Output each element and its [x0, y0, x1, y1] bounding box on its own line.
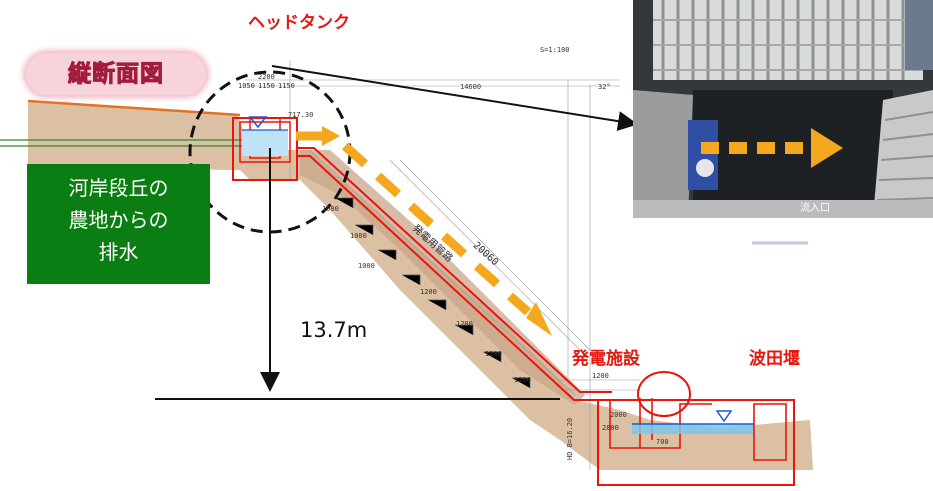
drainage-line-2: 農地からの — [68, 208, 169, 232]
dim-top: 14600 — [460, 83, 482, 91]
weir-level-icon — [715, 410, 733, 423]
ground-mark: HD B=16.20 — [566, 417, 574, 460]
drainage-label-box: 河岸段丘の 農地からの 排水 — [27, 164, 210, 284]
head-height-label: 13.7m — [300, 318, 368, 342]
profile-title-badge: 縦断面図 — [26, 53, 206, 95]
step-value: 1000 — [322, 205, 339, 213]
step-value: 1200 — [420, 288, 437, 296]
dim-left-0: 2200 — [258, 73, 275, 81]
photo-pointer-arrow — [271, 65, 638, 132]
drainage-line-3: 排水 — [98, 240, 139, 264]
lower-dim: 700 — [656, 438, 669, 446]
elev-text: 717.30 — [288, 111, 314, 119]
step-value: 1200 — [485, 350, 502, 358]
generator-circle — [637, 371, 691, 417]
dim-left-3: 1150 — [278, 82, 295, 90]
inlet-photo — [633, 0, 933, 218]
dim-left-2: 1150 — [258, 82, 275, 90]
power-facility-outline — [597, 399, 795, 486]
head-tank-label: ヘッドタンク — [248, 13, 350, 33]
dim-right: 32° — [598, 83, 611, 91]
cad-lines — [245, 60, 640, 470]
flow-arrow-head — [526, 302, 552, 336]
head-tank-inner — [239, 121, 291, 163]
upper-terrace-soil — [28, 102, 813, 470]
inlet-label: 流入口 — [800, 203, 830, 214]
water-level-icon — [248, 116, 268, 129]
slope-steps — [335, 197, 531, 388]
scale-text: S=1:100 — [540, 46, 570, 54]
lower-dim: 2000 — [610, 411, 627, 419]
flow-arrow-head-top — [322, 126, 340, 146]
head-tank-water — [242, 130, 288, 156]
ground-line — [27, 99, 241, 117]
dim-left-1: 1050 — [238, 82, 255, 90]
lower-dim: 1200 — [592, 372, 609, 380]
step-value: 1000 — [350, 232, 367, 240]
weir-water — [632, 424, 754, 434]
lower-dim: 2800 — [602, 424, 619, 432]
weir-label: 波田堰 — [749, 349, 800, 369]
power-facility-label: 発電施設 — [572, 349, 640, 369]
penstock-pipe — [296, 147, 612, 401]
step-value: 1200 — [514, 376, 531, 384]
step-value: 1000 — [358, 262, 375, 270]
step-value: 1200 — [456, 320, 473, 328]
flow-arrow — [296, 131, 531, 316]
drainage-line-1: 河岸段丘の — [68, 176, 169, 200]
